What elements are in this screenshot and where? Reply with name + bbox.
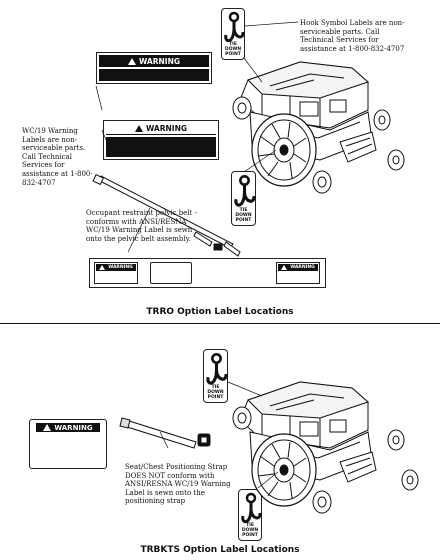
warning-triangle-icon xyxy=(43,424,52,431)
tie-down-hook-icon xyxy=(241,492,262,524)
positioning-strap-callout: Seat/Chest Positioning Strap DOES NOT co… xyxy=(125,463,231,506)
pelvic-belt-illustration xyxy=(92,174,241,257)
positioning-strap-illustration xyxy=(119,417,211,449)
warning-triangle-icon xyxy=(127,57,136,65)
tie-down-text: TIE DOWN POINT xyxy=(235,208,252,223)
wc19-warning-label-bottom: WARNING xyxy=(103,120,219,160)
pelvic-belt-callout: Occupant restraint pelvic belt - conform… xyxy=(86,209,197,243)
strip-blank-label xyxy=(150,262,192,284)
tie-down-hook-icon xyxy=(224,11,245,43)
pelvic-belt-label-strip: WARNING WARNING xyxy=(89,258,326,288)
strip-warning-label-right: WARNING xyxy=(276,262,320,284)
warning-triangle-icon xyxy=(281,265,288,270)
trbkts-caption: TRBKTS Option Label Locations xyxy=(140,545,300,555)
strip-warning-label-left: WARNING xyxy=(94,262,138,284)
tie-down-text: TIE DOWN POINT xyxy=(241,523,259,538)
tie-down-hook-icon xyxy=(206,352,228,385)
wc19-callout: WC/19 Warning Labels are non-serviceable… xyxy=(22,127,93,187)
positioning-strap-warning-label: WARNING xyxy=(29,419,107,469)
section-divider xyxy=(0,323,440,324)
tie-down-hook-icon xyxy=(234,174,256,207)
tie-down-text: TIE DOWN POINT xyxy=(224,42,242,57)
power-wheelchair-illustration-lower xyxy=(227,381,419,514)
warning-triangle-icon xyxy=(134,125,143,132)
warning-triangle-icon xyxy=(99,265,106,270)
wc19-warning-label-top: WARNING xyxy=(96,52,212,84)
power-wheelchair-illustration xyxy=(95,21,405,194)
tie-down-label-upper: TIE DOWN POINT xyxy=(203,349,228,403)
trro-caption: TRRO Option Label Locations xyxy=(146,307,294,317)
tie-down-label-middle: TIE DOWN POINT xyxy=(231,171,256,226)
tie-down-label-top: TIE DOWN POINT xyxy=(221,8,245,60)
hook-symbol-callout: Hook Symbol Labels are non-serviceable p… xyxy=(300,19,405,53)
tie-down-label-lower: TIE DOWN POINT xyxy=(238,489,262,541)
tie-down-text: TIE DOWN POINT xyxy=(207,385,224,400)
